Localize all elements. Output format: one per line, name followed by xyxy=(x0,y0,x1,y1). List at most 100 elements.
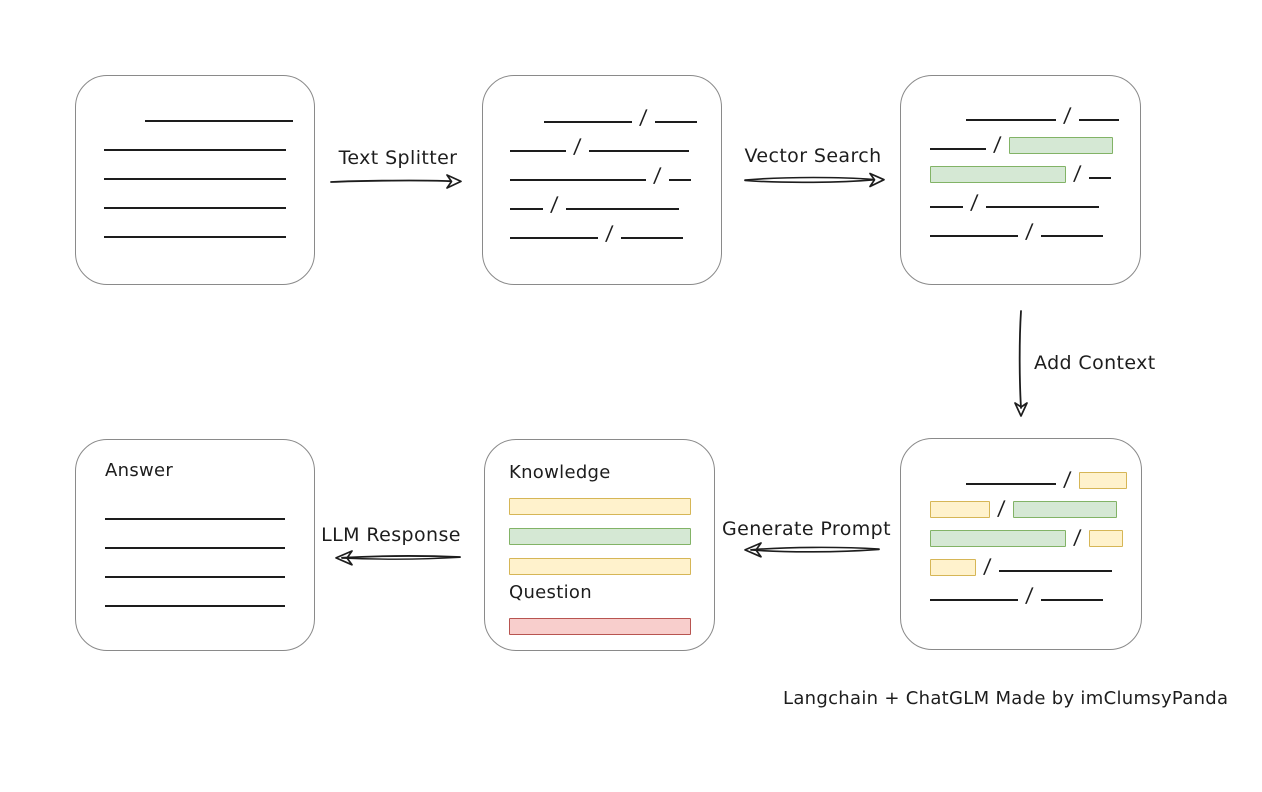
document-row xyxy=(105,495,314,524)
document-row: / xyxy=(510,214,721,245)
chunk-separator-slash: / xyxy=(1072,161,1083,185)
text-line xyxy=(105,605,285,607)
chunk-separator-slash: / xyxy=(572,134,583,158)
box-label: Question xyxy=(509,582,592,603)
document-row: / xyxy=(510,156,721,187)
split-chunks-box: / / / / / xyxy=(482,75,722,285)
chunk-separator-slash: / xyxy=(1062,103,1073,127)
document-row: / xyxy=(510,185,721,216)
text-line xyxy=(104,149,286,151)
vector-match-box: / / / / / xyxy=(900,75,1141,285)
yellow-chunk-chip xyxy=(930,501,990,518)
document-row xyxy=(104,97,314,126)
green-chunk-chip xyxy=(930,530,1066,547)
vector-search-label: Vector Search xyxy=(744,145,882,167)
text-line xyxy=(985,206,1099,208)
green-chunk-chip xyxy=(930,166,1066,183)
document-row: / xyxy=(930,125,1140,156)
chunk-separator-slash: / xyxy=(992,132,1003,156)
text-line xyxy=(930,235,1018,237)
document-row: Question xyxy=(509,575,714,605)
text-line xyxy=(668,179,691,181)
document-row: / xyxy=(930,576,1141,607)
credit-text: Langchain + ChatGLM Made by imClumsyPand… xyxy=(783,688,1229,709)
text-line xyxy=(544,121,632,123)
yellow-bar xyxy=(509,558,691,575)
document-row: / xyxy=(930,154,1140,185)
add-context-label: Add Context xyxy=(1034,352,1156,374)
green-chunk-chip xyxy=(1008,137,1113,154)
green-bar xyxy=(509,528,691,545)
yellow-chunk-chip xyxy=(1078,472,1127,489)
document-row xyxy=(104,155,314,184)
answer-lines: Answer xyxy=(105,454,314,611)
document-row xyxy=(509,515,714,545)
document-row xyxy=(104,126,314,155)
document-row: Knowledge xyxy=(509,455,714,485)
document-row xyxy=(105,553,314,582)
text-line xyxy=(930,148,986,150)
vector-search-arrow xyxy=(744,172,885,188)
chunk-separator-slash: / xyxy=(652,163,663,187)
generate-prompt-arrow xyxy=(744,542,880,558)
context-lines: ///// xyxy=(930,460,1141,607)
text-line xyxy=(1040,599,1103,601)
document-row: Answer xyxy=(105,454,314,483)
text-line xyxy=(998,570,1112,572)
document-row: / xyxy=(930,96,1140,127)
text-line xyxy=(104,207,286,209)
document-row xyxy=(104,213,314,242)
document-row: / xyxy=(930,460,1141,491)
split-chunks-lines: / / / / / xyxy=(510,98,721,245)
text-line xyxy=(930,206,963,208)
text-line xyxy=(104,236,286,238)
text-line xyxy=(105,518,285,520)
document-row xyxy=(105,524,314,553)
document-row xyxy=(509,605,714,635)
chunk-separator-slash: / xyxy=(969,190,980,214)
chunk-separator-slash: / xyxy=(604,221,615,245)
document-row: / xyxy=(930,518,1141,549)
red-bar xyxy=(509,618,691,635)
yellow-bar xyxy=(509,498,691,515)
source-document-box xyxy=(75,75,315,285)
text-line xyxy=(1088,177,1111,179)
text-line xyxy=(510,179,646,181)
document-row xyxy=(104,184,314,213)
vector-match-lines: / / / / / xyxy=(930,96,1140,243)
document-row: / xyxy=(510,98,721,129)
text-splitter-label: Text Splitter xyxy=(338,147,458,169)
chunk-separator-slash: / xyxy=(1062,467,1073,491)
document-row xyxy=(509,485,714,515)
text-line xyxy=(620,237,683,239)
text-line xyxy=(966,119,1056,121)
generate-prompt-label: Generate Prompt xyxy=(722,518,891,540)
text-line xyxy=(510,150,566,152)
box-label: Knowledge xyxy=(509,462,611,483)
text-line xyxy=(654,121,697,123)
answer-box: Answer xyxy=(75,439,315,651)
document-row: / xyxy=(930,183,1140,214)
text-line xyxy=(1078,119,1119,121)
text-line xyxy=(105,576,285,578)
text-line xyxy=(565,208,679,210)
text-line xyxy=(930,599,1018,601)
chunk-separator-slash: / xyxy=(1072,525,1083,549)
text-line xyxy=(145,120,293,122)
document-row xyxy=(105,582,314,611)
chunk-separator-slash: / xyxy=(982,554,993,578)
text-line xyxy=(966,483,1056,485)
chunk-separator-slash: / xyxy=(1024,219,1035,243)
chunk-separator-slash: / xyxy=(549,192,560,216)
green-chunk-chip xyxy=(1012,501,1117,518)
document-row: / xyxy=(510,127,721,158)
document-row: / xyxy=(930,212,1140,243)
chunk-separator-slash: / xyxy=(638,105,649,129)
box-label: Answer xyxy=(105,460,174,481)
text-line xyxy=(588,150,689,152)
source-document-lines xyxy=(104,97,314,242)
text-line xyxy=(104,178,286,180)
